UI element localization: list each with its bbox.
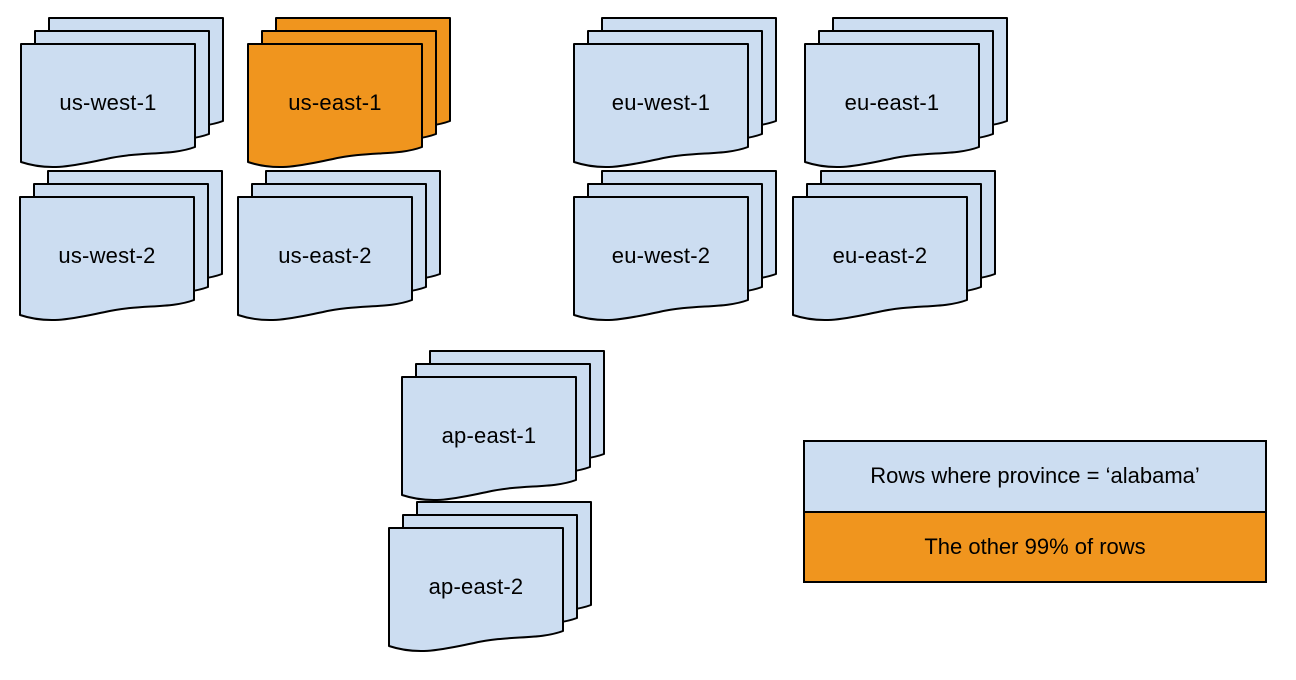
document-page-front-icon [388,527,564,653]
document-page-front-icon [20,43,196,169]
document-stack-icon [19,170,223,322]
document-stack-eu-east-2: eu-east-2 [791,169,997,325]
document-stack-icon [237,170,441,322]
document-stack-us-west-2: us-west-2 [18,169,224,325]
document-page-front-icon [573,43,749,169]
legend-item-2: The other 99% of rows [805,510,1265,581]
document-stack-us-east-2: us-east-2 [236,169,442,325]
document-stack-icon [804,17,1008,169]
document-stack-us-east-1: us-east-1 [246,16,452,172]
document-stack-icon [573,17,777,169]
document-stack-icon [401,350,605,502]
document-page-front-icon [19,196,195,322]
document-stack-eu-west-1: eu-west-1 [572,16,778,172]
document-stack-eu-east-1: eu-east-1 [803,16,1009,172]
document-page-front-icon [247,43,423,169]
document-page-front-icon [401,376,577,502]
document-stack-eu-west-2: eu-west-2 [572,169,778,325]
document-page-front-icon [573,196,749,322]
document-stack-icon [792,170,996,322]
legend-item-label: The other 99% of rows [924,533,1146,559]
document-stack-icon [388,501,592,653]
document-page-front-icon [804,43,980,169]
document-stack-us-west-1: us-west-1 [19,16,225,172]
document-stack-icon [20,17,224,169]
document-page-front-icon [237,196,413,322]
document-stack-icon [573,170,777,322]
legend-item-label: Rows where province = ‘alabama’ [870,463,1200,489]
document-stack-icon [247,17,451,169]
document-page-front-icon [792,196,968,322]
legend-item-1: Rows where province = ‘alabama’ [805,442,1265,511]
document-stack-ap-east-2: ap-east-2 [387,500,593,656]
legend: Rows where province = ‘alabama’ The othe… [803,440,1267,583]
document-stack-ap-east-1: ap-east-1 [400,349,606,505]
